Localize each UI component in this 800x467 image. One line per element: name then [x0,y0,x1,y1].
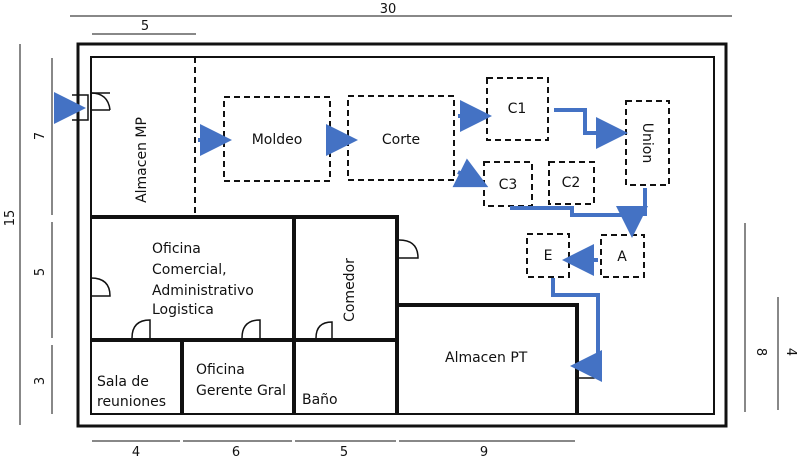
area-sala-reuniones-line-1: Sala de [97,374,149,390]
dimension-lines [19,15,779,442]
area-almacen-pt-label: Almacen PT [445,350,528,366]
dim-bottom-4: 9 [480,445,488,460]
station-c2 [548,161,595,205]
area-oficina-comercial-line-2: Comercial, [152,262,227,278]
dim-right-outer: 8 [753,348,768,356]
material-flow [54,92,648,382]
dim-left-top: 7 [33,132,48,140]
station-c1-label: C1 [508,101,527,117]
dim-left-total: 15 [3,210,18,227]
dim-top-left: 5 [141,19,149,34]
inner-wall [90,56,715,415]
area-oficina-comercial-line-1: Oficina [152,241,201,257]
dim-left-mid: 5 [33,268,48,276]
station-corte [347,95,455,181]
station-moldeo-label: Moldeo [252,132,303,148]
dim-left-bottom: 3 [33,377,48,385]
station-a-label: A [617,249,627,265]
dim-right-inner: 4 [783,348,798,356]
station-union-label: Union [639,123,655,163]
station-e-label: E [544,248,553,264]
outer-wall [76,42,728,428]
doors [72,92,595,379]
dim-bottom-3: 5 [340,445,348,460]
area-oficina-comercial-line-3: Administrativo [152,283,254,299]
station-c2-label: C2 [562,175,581,191]
station-moldeo [223,96,331,182]
area-oficina-gerente-line-2: Gerente Gral [196,383,286,399]
dim-top-total: 30 [380,2,397,17]
station-corte-label: Corte [382,132,420,148]
dim-bottom-2: 6 [232,445,240,460]
area-sala-reuniones-line-2: reuniones [97,394,166,410]
area-oficina-comercial-line-4: Logistica [152,302,214,318]
area-comedor-label: Comedor [342,258,358,322]
area-oficina-gerente-line-1: Oficina [196,362,245,378]
area-almacen-mp-label: Almacen MP [134,117,150,203]
area-bano-label: Baño [302,392,338,408]
dim-bottom-1: 4 [132,445,140,460]
station-c3-label: C3 [499,177,518,193]
